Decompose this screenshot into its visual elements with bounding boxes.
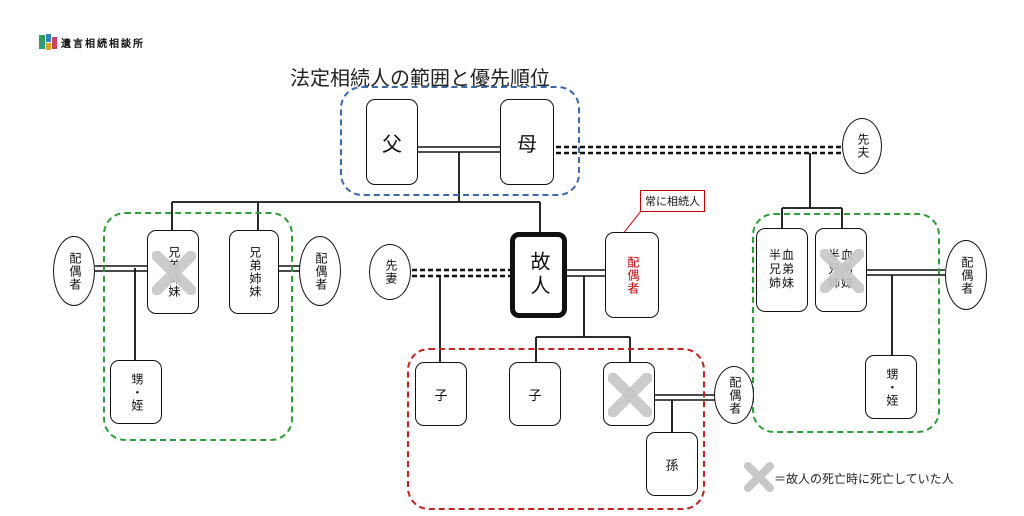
half-sibling1-label: 半血兄弟姉妹 xyxy=(769,248,796,290)
logo-mark-icon xyxy=(39,34,57,50)
spouse-box: 配偶者 xyxy=(605,232,659,318)
sibling-left1-spouse-oval: 配偶者 xyxy=(53,236,95,306)
logo: 遺言相続相談所 xyxy=(38,32,145,52)
siblings-right-group-frame xyxy=(752,213,940,433)
child2-box: 子 xyxy=(509,362,561,426)
half-sibling2-box: 半血兄弟姉妹 xyxy=(815,228,867,312)
nephew-left-label: 甥・姪 xyxy=(129,372,144,412)
sibling-left2-box: 兄弟姉妹 xyxy=(229,230,279,314)
nephew-right-box: 甥・姪 xyxy=(865,355,917,419)
parents-group-frame xyxy=(340,86,580,196)
sibling-left2-spouse-oval: 配偶者 xyxy=(299,236,341,306)
sibling-left2-spouse-label: 配偶者 xyxy=(313,251,328,291)
mother-label: 母 xyxy=(517,131,537,156)
siblings-left-group-frame xyxy=(103,212,293,441)
nephew-right-label: 甥・姪 xyxy=(884,367,899,407)
grandchild-label: 孫 xyxy=(665,458,679,474)
sibling-left2-label: 兄弟姉妹 xyxy=(247,246,262,298)
child3-spouse-oval: 配偶者 xyxy=(714,366,754,424)
half-sibling2-spouse-label: 配偶者 xyxy=(959,255,974,295)
nephew-left-box: 甥・姪 xyxy=(110,360,162,424)
always-heir-note: 常に相続人 xyxy=(640,190,705,212)
father-box: 父 xyxy=(366,99,418,185)
deceased-cross-icon xyxy=(820,249,864,293)
grandchild-box: 孫 xyxy=(646,432,698,496)
sibling-left1-box: 兄弟姉妹 xyxy=(147,230,199,314)
legend-text: ＝故人の死亡時に死亡していた人 xyxy=(774,472,954,486)
former-wife-oval: 先妻 xyxy=(369,244,411,300)
child2-label: 子 xyxy=(528,388,542,404)
child1-box: 子 xyxy=(415,362,467,426)
deceased-label: 故人 xyxy=(527,251,551,299)
deceased-cross-icon xyxy=(152,251,196,295)
spouse-label: 配偶者 xyxy=(625,255,640,295)
logo-text: 遺言相続相談所 xyxy=(61,38,145,50)
child1-label: 子 xyxy=(434,388,448,404)
former-wife-label: 先妻 xyxy=(383,259,398,285)
child3-spouse-label: 配偶者 xyxy=(727,375,742,415)
former-husband-oval: 先夫 xyxy=(842,118,882,174)
father-label: 父 xyxy=(382,131,402,156)
half-sibling2-spouse-oval: 配偶者 xyxy=(945,240,987,310)
legend-cross-icon xyxy=(744,462,774,492)
children-group-frame xyxy=(407,348,705,510)
deceased-cross-icon xyxy=(608,373,652,417)
deceased-box: 故人 xyxy=(510,232,567,318)
former-husband-label: 先夫 xyxy=(855,133,870,159)
half-sibling1-box: 半血兄弟姉妹 xyxy=(756,228,808,312)
child3-box: 子 xyxy=(603,362,655,426)
mother-box: 母 xyxy=(500,99,554,185)
sibling-left1-spouse-label: 配偶者 xyxy=(67,251,82,291)
